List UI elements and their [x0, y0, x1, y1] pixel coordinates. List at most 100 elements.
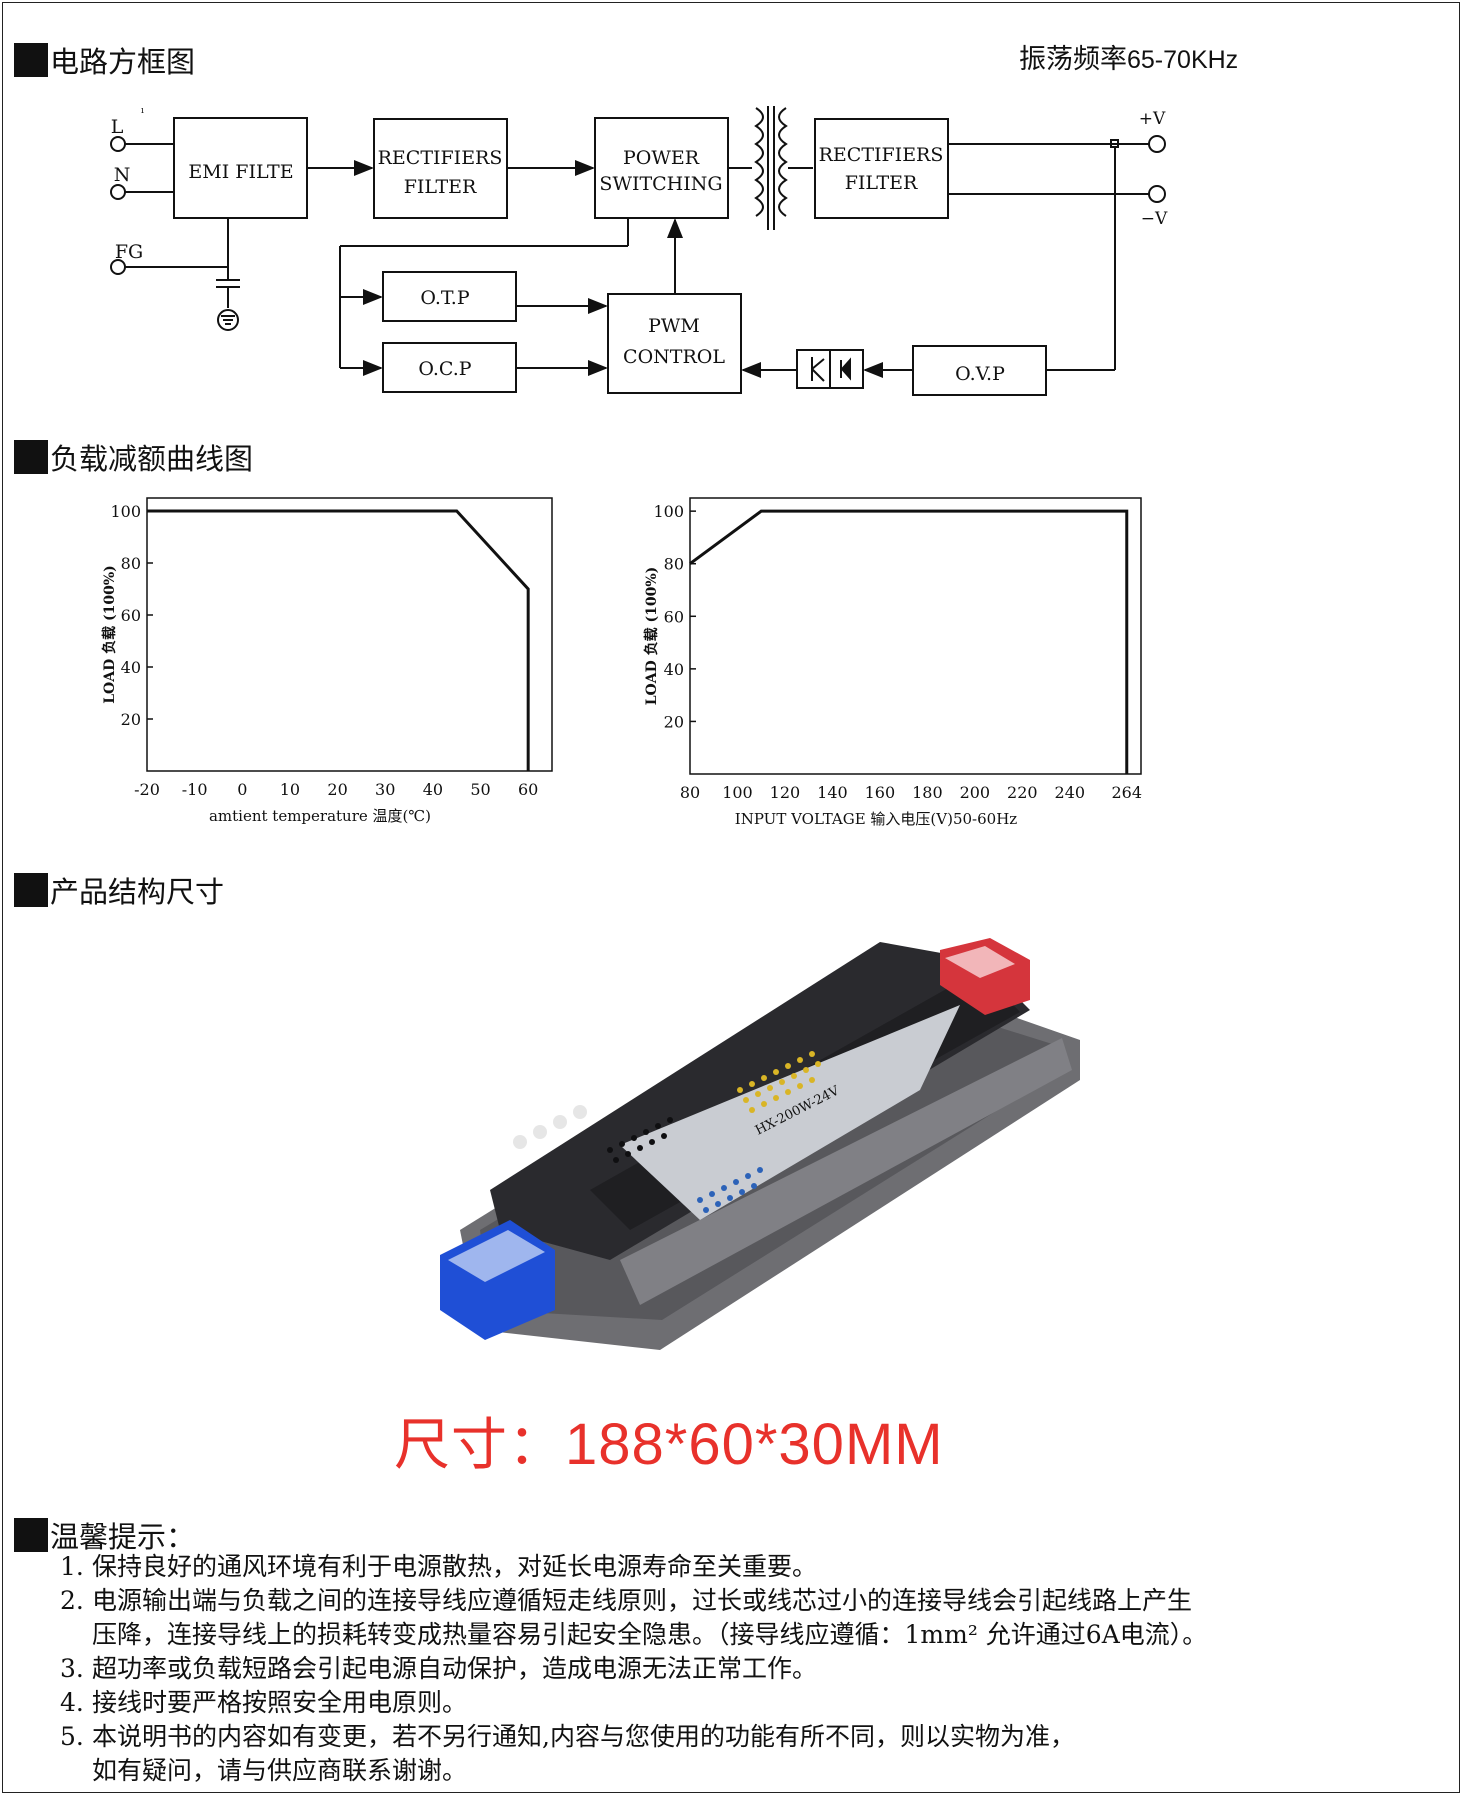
x-tick-label: 50 [470, 780, 490, 799]
label-n: N [114, 164, 131, 186]
terminal-vplus-icon [1148, 135, 1166, 153]
chart-frame [146, 497, 553, 772]
rect2-label-a: RECTIFIERS [819, 144, 944, 166]
tip-item: 2. 电源输出端与负载之间的连接导线应遵循短走线原则，过长或线芯过小的连接导线会… [60, 1584, 1207, 1652]
tip-text: 本说明书的内容如有变更，若不另行通知,内容与您使用的功能有所不同，则以实物为准， [92, 1722, 1075, 1751]
rectifier-filter-block-2 [814, 118, 949, 219]
label-l: L [111, 116, 124, 138]
product-image: HX-200W-24V [440, 938, 1080, 1350]
section-title-structure: 产品结构尺寸 [14, 869, 224, 911]
x-tick-label: 30 [375, 780, 395, 799]
circuit-block-diagram: L ı N FG EMI FILTE RECTIFIERS FILTER POW… [110, 106, 1168, 396]
rect1-label-a: RECTIFIERS [378, 147, 503, 169]
y-axis-label: LOAD 负载 (100%) [101, 565, 118, 704]
section-marker-icon [14, 1518, 48, 1552]
x-axis-label: amtient temperature 温度(℃) [209, 807, 431, 825]
tip-item: 1. 保持良好的通风环境有利于电源散热，对延长电源寿命至关重要。 [60, 1550, 1207, 1584]
tip-number: 2. [60, 1586, 84, 1615]
power-label-a: POWER [623, 147, 700, 169]
size-label: 尺寸： [394, 1413, 565, 1478]
x-tick-label: 140 [817, 783, 848, 802]
terminal-l-icon [110, 136, 126, 152]
pwm-label-b: CONTROL [623, 346, 725, 368]
y-tick-label: 80 [121, 554, 141, 573]
terminal-n-icon [110, 184, 126, 200]
derating-curve [689, 509, 1129, 774]
tip-text: 超功率或负载短路会引起电源自动保护，造成电源无法正常工作。 [92, 1654, 818, 1683]
section-title-tips: 温馨提示： [14, 1514, 195, 1556]
pwm-control-block [607, 293, 742, 394]
section-marker-icon [14, 43, 48, 77]
x-tick-label: -10 [182, 780, 208, 799]
tip-text: 接线时要严格按照安全用电原则。 [92, 1688, 468, 1717]
x-tick-label: 80 [680, 783, 700, 802]
rect1-label-b: FILTER [404, 176, 477, 198]
section-title-derating: 负载减额曲线图 [14, 436, 253, 478]
tip-text: 保持良好的通风环境有利于电源散热，对延长电源寿命至关重要。 [92, 1552, 818, 1581]
label-fg: FG [115, 241, 143, 263]
tip-item: 5. 本说明书的内容如有变更，若不另行通知,内容与您使用的功能有所不同，则以实物… [60, 1720, 1207, 1788]
terminal-vminus-icon [1148, 185, 1166, 203]
y-tick-label: 40 [664, 660, 684, 679]
tip-number: 1. [60, 1552, 84, 1581]
y-tick-label: 80 [664, 555, 684, 574]
y-tick-label: 20 [121, 710, 141, 729]
rect2-label-b: FILTER [845, 172, 918, 194]
product-silver-plate [620, 1005, 960, 1220]
ground-icon [217, 309, 239, 331]
x-tick-label: -20 [134, 780, 160, 799]
section-title-block-diagram: 电路方框图 [14, 39, 195, 81]
x-tick-label: 160 [865, 783, 896, 802]
svg-text:ı: ı [141, 106, 144, 116]
y-tick-label: 100 [653, 502, 684, 521]
y-tick-label: 100 [110, 502, 141, 521]
derating-curve [147, 509, 530, 771]
y-tick-label: 60 [664, 607, 684, 626]
x-tick-label: 20 [327, 780, 347, 799]
x-tick-label: 0 [237, 780, 247, 799]
x-tick-label: 10 [280, 780, 300, 799]
section-title-text: 温馨提示： [50, 1520, 196, 1554]
frequency-note: 振荡频率65-70KHz [1019, 37, 1238, 76]
frequency-label: 振荡频率 [1019, 44, 1127, 75]
x-tick-label: 240 [1055, 783, 1086, 802]
y-axis-label: LOAD 负载 (100%) [643, 567, 660, 706]
tip-number: 3. [60, 1654, 84, 1683]
frequency-value: 65-70KHz [1127, 46, 1239, 74]
otp-label: O.T.P [420, 287, 469, 309]
x-tick-label: 120 [770, 783, 801, 802]
section-title-text: 电路方框图 [50, 45, 196, 79]
tip-text: 如有疑问，请与供应商联系谢谢。 [92, 1756, 468, 1785]
tip-item: 3. 超功率或负载短路会引起电源自动保护，造成电源无法正常工作。 [60, 1652, 1207, 1686]
ocp-label: O.C.P [418, 358, 471, 380]
tip-text: 压降，连接导线上的损耗转变成热量容易引起安全隐患。（接导线应遵循：1mm² 允许… [92, 1620, 1208, 1649]
pwm-label-a: PWM [648, 315, 700, 337]
x-tick-label: 200 [960, 783, 991, 802]
otp-block [382, 271, 517, 322]
x-tick-label: 100 [722, 783, 753, 802]
x-tick-label: 180 [912, 783, 943, 802]
y-tick-label: 40 [121, 658, 141, 677]
section-title-text: 负载减额曲线图 [50, 442, 254, 476]
size-value: 188*60*30MM [565, 1412, 944, 1477]
section-title-text: 产品结构尺寸 [50, 875, 225, 909]
tips-list: 1. 保持良好的通风环境有利于电源散热，对延长电源寿命至关重要。 2. 电源输出… [60, 1550, 1207, 1788]
y-tick-label: 60 [121, 606, 141, 625]
transformer-secondary-icon [778, 107, 788, 217]
transformer-primary-icon [754, 107, 764, 217]
product-size: 尺寸：188*60*30MM [394, 1400, 944, 1481]
y-tick-label: 20 [664, 712, 684, 731]
tip-number: 5. [60, 1722, 84, 1751]
x-tick-label: 264 [1111, 783, 1142, 802]
section-marker-icon [14, 440, 48, 474]
tip-item: 4. 接线时要严格按照安全用电原则。 [60, 1686, 1207, 1720]
label-vminus: −V [1141, 209, 1168, 229]
tip-number: 4. [60, 1688, 84, 1717]
tip-text: 电源输出端与负载之间的连接导线应遵循短走线原则，过长或线芯过小的连接导线会引起线… [92, 1586, 1193, 1615]
x-tick-label: 60 [518, 780, 538, 799]
ovp-label: O.V.P [955, 363, 1005, 385]
section-marker-icon [14, 873, 48, 907]
